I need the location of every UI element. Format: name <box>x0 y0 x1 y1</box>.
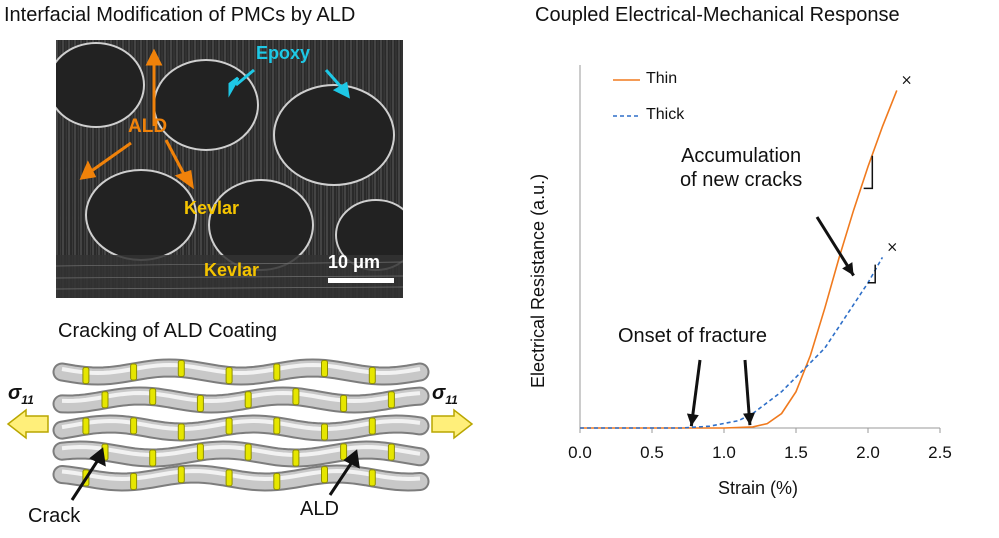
ald-coating-crack <box>149 449 157 467</box>
ald-coating-crack <box>368 367 376 384</box>
ald-coating-crack <box>292 449 300 467</box>
ald-coating-label: ALD <box>300 498 339 520</box>
crack-label: Crack <box>28 505 81 527</box>
fiber-highlight <box>61 362 421 376</box>
x-tick-label: 1.0 <box>712 443 736 462</box>
arrow-onset-thin <box>743 359 755 426</box>
stress-symbol-left: σ <box>8 382 22 404</box>
fiber-schematic: σ11 σ11 Crack ALD <box>0 350 480 533</box>
fiber <box>54 388 428 412</box>
ald-coating-crack <box>340 443 348 461</box>
chart-plot: 0.0 0.5 1.0 1.5 2.0 2.5 × × <box>568 65 952 462</box>
ald-coating-crack <box>130 417 138 435</box>
ald-coating-crack <box>273 363 281 381</box>
schematic-title: Cracking of ALD Coating <box>58 320 278 342</box>
x-tick-label: 0.0 <box>568 443 592 462</box>
ald-coating-crack <box>130 473 138 490</box>
fiber <box>54 416 428 440</box>
series-line-thick <box>580 257 884 429</box>
ald-coating-crack <box>225 367 233 384</box>
fiber-highlight <box>61 444 421 458</box>
stress-label-right: σ11 <box>432 382 458 407</box>
x-tick-label: 2.5 <box>928 443 952 462</box>
arrow-new-cracks <box>815 216 855 277</box>
ald-coating-crack <box>321 360 328 377</box>
failure-marker-thick: × <box>886 239 898 255</box>
ald-coating-crack <box>368 469 376 487</box>
ald-coating-crack <box>225 417 233 435</box>
x-tick-label: 1.5 <box>784 443 808 462</box>
ald-coating-crack <box>177 466 185 484</box>
ald-coating-crack <box>387 443 395 461</box>
annotation-new-cracks: Accumulation of new cracks <box>680 145 803 191</box>
fiber-highlight <box>61 418 421 432</box>
annotation-onset-fracture: Onset of fracture <box>618 325 767 347</box>
ald-coating-crack <box>149 388 157 406</box>
right-panel-title: Coupled Electrical-Mechanical Response <box>535 4 900 26</box>
fiber-bundle-drawing <box>6 358 474 501</box>
stress-label-left: σ11 <box>8 382 34 407</box>
slope-bracket-thin <box>863 155 874 190</box>
ald-coating-crack <box>387 391 395 409</box>
stress-arrow-right <box>431 408 474 440</box>
y-axis-label: Electrical Resistance (a.u.) <box>528 173 548 388</box>
series-line-thin <box>580 90 898 429</box>
x-axis-label: Strain (%) <box>718 478 799 498</box>
fiber-highlight <box>61 390 421 404</box>
ald-coating-crack <box>273 417 281 435</box>
ald-coating-crack <box>196 443 204 461</box>
kevlar-label-fiber: Kevlar <box>184 198 240 218</box>
stress-subscript-right: 11 <box>445 393 458 407</box>
ald-coating-crack <box>196 395 204 412</box>
ald-coating-crack <box>82 367 90 384</box>
ald-coating-crack <box>177 360 185 377</box>
ald-coating-crack <box>321 466 328 484</box>
arrow-onset-thick <box>686 359 702 427</box>
ald-coating-crack <box>101 391 109 409</box>
sem-micrograph: Epoxy ALD Kevlar Kevlar 10 μm <box>47 40 417 298</box>
stress-arrow-left <box>6 408 49 440</box>
scale-bar-label: 10 μm <box>328 252 381 272</box>
ald-coating-crack <box>225 469 233 487</box>
stress-subscript-left: 11 <box>21 393 34 407</box>
ald-coating-crack <box>244 443 252 461</box>
fiber <box>54 360 428 384</box>
legend-label-thin: Thin <box>646 70 678 87</box>
sem-image <box>47 40 417 298</box>
epoxy-label: Epoxy <box>256 43 311 63</box>
fiber <box>54 442 428 466</box>
legend-label-thick: Thick <box>646 106 685 123</box>
ald-coating-crack <box>82 417 90 435</box>
ald-coating-crack <box>368 417 376 435</box>
failure-marker-thin: × <box>901 72 913 88</box>
ald-label: ALD <box>128 116 168 137</box>
ald-coating-crack <box>321 423 328 441</box>
ald-coating-crack <box>292 388 300 406</box>
slope-bracket-thick <box>868 264 876 284</box>
ald-coating-crack <box>340 395 348 412</box>
ald-coating-crack <box>130 363 138 381</box>
ald-coating-crack <box>177 423 185 441</box>
x-tick-label: 0.5 <box>640 443 664 462</box>
left-panel-title: Interfacial Modification of PMCs by ALD <box>4 4 356 26</box>
kevlar-label-bottom: Kevlar <box>204 260 260 280</box>
resistance-strain-chart: 0.0 0.5 1.0 1.5 2.0 2.5 × × Thin Thick Strain … <box>520 40 999 533</box>
ald-coating-crack <box>244 391 252 409</box>
x-tick-label: 2.0 <box>856 443 880 462</box>
scale-bar <box>328 278 394 283</box>
ald-coating-crack <box>273 473 281 490</box>
stress-symbol-right: σ <box>432 382 446 404</box>
fiber <box>54 466 428 490</box>
fiber-highlight <box>61 468 421 482</box>
